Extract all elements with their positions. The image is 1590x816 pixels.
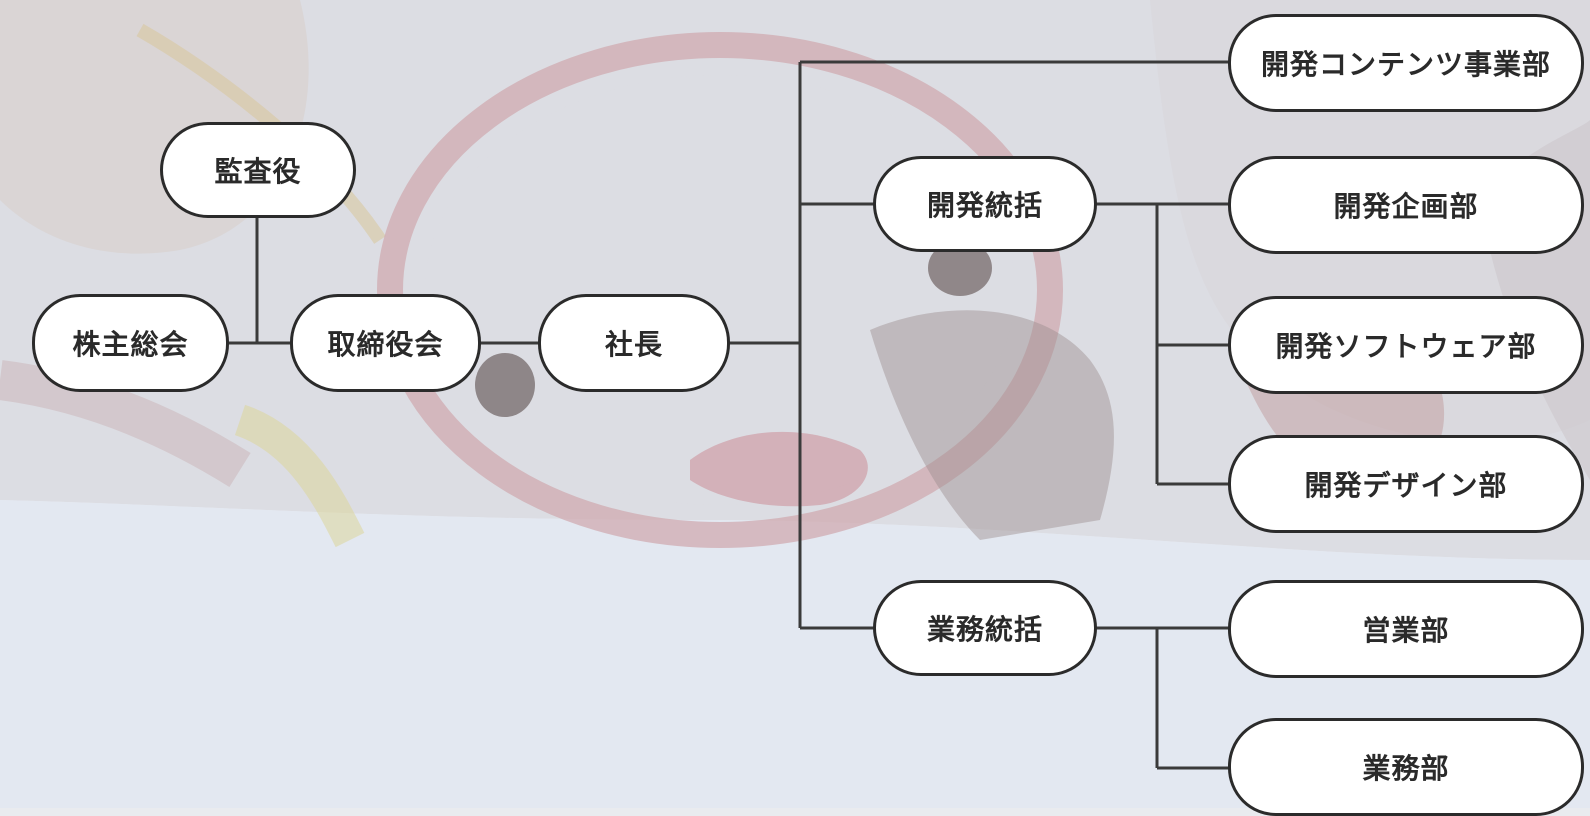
sales-dept-node: 営業部 (1228, 580, 1584, 678)
dev-software-dept-node: 開発ソフトウェア部 (1228, 296, 1584, 394)
dev-supervision-node: 開発統括 (873, 156, 1097, 252)
dev-design-dept-node: 開発デザイン部 (1228, 435, 1584, 533)
business-dept-node: 業務部 (1228, 718, 1584, 816)
business-supervision-node: 業務統括 (873, 580, 1097, 676)
dev-contents-division-node: 開発コンテンツ事業部 (1228, 14, 1584, 112)
auditor-node: 監査役 (160, 122, 356, 218)
dev-planning-dept-node: 開発企画部 (1228, 156, 1584, 254)
board-of-directors-node: 取締役会 (290, 294, 481, 392)
president-node: 社長 (538, 294, 730, 392)
shareholders-meeting-node: 株主総会 (32, 294, 229, 392)
